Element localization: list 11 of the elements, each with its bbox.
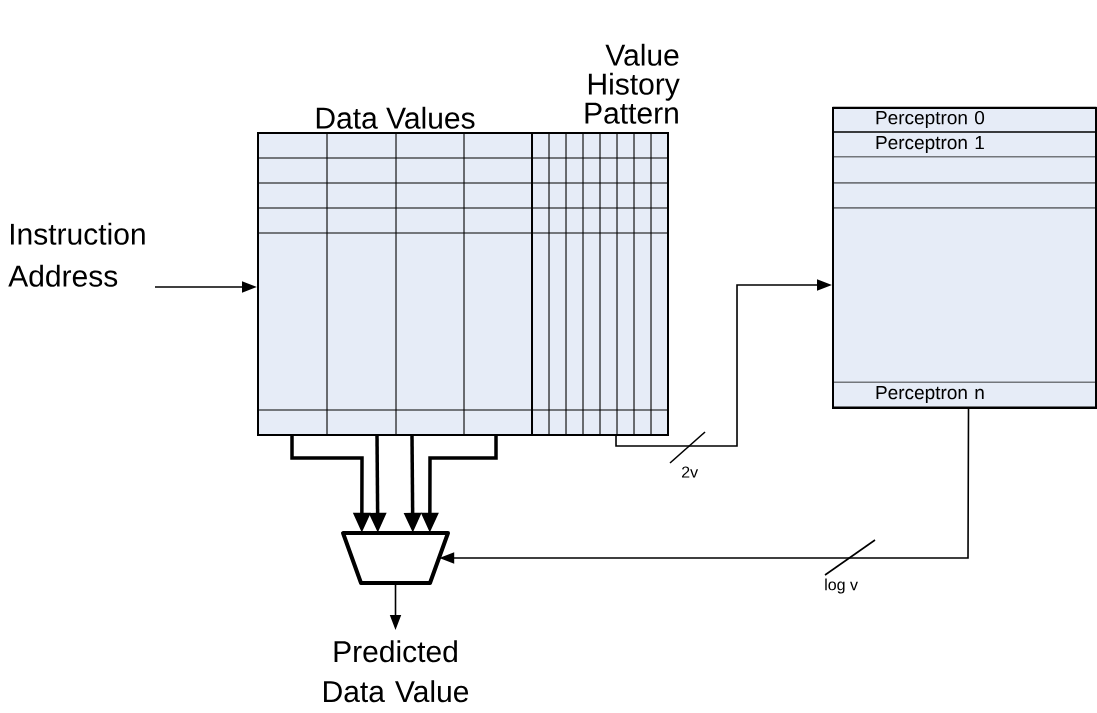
table-row: Perceptron 1 [832,131,1097,158]
output-label: Predicted Data Value [324,640,469,703]
table-row: Perceptron n [832,381,1097,408]
table-row: Perceptron 0 [832,106,1097,133]
input-label: Instruction Address [8,222,145,287]
perceptron-table [832,107,1097,409]
table-heading: Data Values [316,106,475,129]
edge-label: log v [823,577,859,595]
table-heading: Value History Pattern [585,43,680,124]
edge-label: 2v [680,465,700,479]
multiplexer [341,531,450,585]
